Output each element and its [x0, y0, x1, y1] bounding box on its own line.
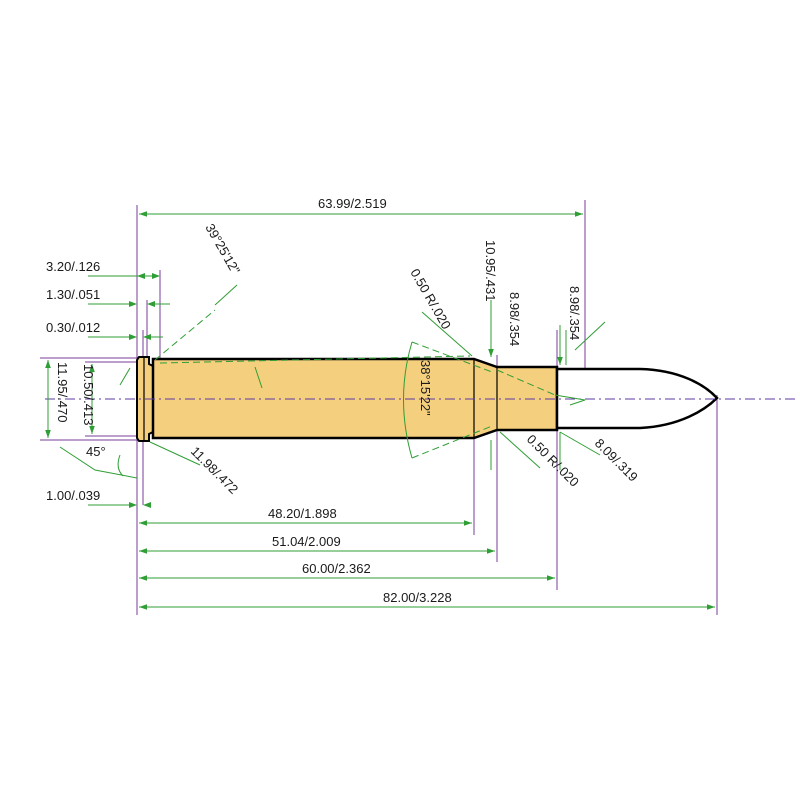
label-shoulder-radius: 0.50 R/.020	[407, 266, 454, 332]
bullet	[555, 367, 719, 430]
label-bullet-diameter: 8.09/.319	[592, 436, 641, 485]
label-rim-to-ogive: 63.99/2.519	[318, 196, 387, 211]
label-extractor-angle: 39°25'12"	[202, 221, 243, 277]
label-neck-start: 51.04/2.009	[272, 534, 341, 549]
label-rim-diameter: 11.95/.470	[55, 362, 70, 422]
label-rim-chamfer: 0.30/.012	[46, 320, 100, 335]
label-rim-bevel-angle: 45°	[86, 444, 106, 459]
label-neck-diameter-mouth: 8.98/.354	[567, 286, 582, 340]
label-groove-width: 3.20/.126	[46, 259, 100, 274]
vertical-dimensions	[45, 300, 567, 470]
label-case-length: 60.00/2.362	[302, 561, 371, 576]
label-rim-bevel-depth: 1.00/.039	[46, 488, 100, 503]
horizontal-dimensions	[88, 211, 715, 610]
label-base-diameter: 11.98/.472	[188, 444, 241, 497]
label-neck-diameter: 8.98/.354	[507, 292, 522, 346]
label-overall-length: 82.00/3.228	[383, 590, 452, 605]
label-neck-radius: 0.50 R/.020	[524, 432, 582, 490]
label-shoulder-start: 48.20/1.898	[268, 506, 337, 521]
angle-annotations	[59, 284, 606, 479]
label-rim-thickness: 1.30/.051	[46, 287, 100, 302]
label-shoulder-diameter: 10.95/.431	[483, 240, 498, 301]
label-groove-diameter: 10.50/.413	[81, 364, 96, 425]
label-shoulder-angle: 38°15'22"	[418, 360, 433, 416]
